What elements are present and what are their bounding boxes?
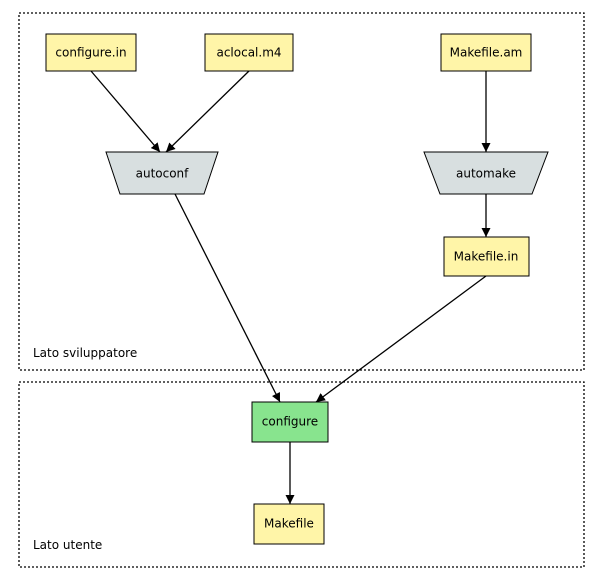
node-aclocal-m4-label: aclocal.m4 (216, 46, 281, 60)
node-automake: automake (423, 151, 549, 195)
region-user-label: Lato utente (33, 538, 102, 552)
node-configure-label: configure (262, 415, 318, 429)
edge-configure-in-to-autoconf (90, 70, 161, 153)
node-autoconf-label: autoconf (136, 167, 190, 181)
edges (90, 70, 491, 504)
edge-autoconf-to-configure (174, 193, 281, 403)
node-aclocal-m4: aclocal.m4 (204, 33, 294, 72)
node-makefile-box (253, 503, 325, 545)
node-configure: configure (251, 401, 329, 443)
region-developer-label: Lato sviluppatore (33, 346, 137, 360)
node-configure-in-label: configure.in (55, 46, 126, 60)
node-aclocal-m4-box (204, 33, 294, 72)
node-makefile-label: Makefile (264, 517, 314, 531)
node-makefile: Makefile (253, 503, 325, 545)
node-autoconf: autoconf (105, 151, 219, 195)
node-configure-in-box (45, 33, 137, 72)
node-configure-box (251, 401, 329, 443)
node-makefile-am-box (440, 33, 532, 72)
node-automake-label: automake (456, 167, 516, 181)
region-user: Lato utente (18, 381, 585, 568)
node-configure-in: configure.in (45, 33, 137, 72)
node-makefile-am: Makefile.am (440, 33, 532, 72)
region-user-border (18, 381, 585, 568)
node-autoconf-shape (105, 151, 219, 195)
edge-aclocal-m4-to-autoconf (165, 70, 250, 153)
region-developer-border (18, 12, 585, 371)
edge-makefile-in-to-configure (315, 275, 487, 403)
node-automake-shape (423, 151, 549, 195)
node-makefile-in-label: Makefile.in (454, 250, 519, 264)
node-makefile-in: Makefile.in (443, 236, 530, 277)
region-developer: Lato sviluppatore (18, 12, 585, 371)
node-makefile-in-box (443, 236, 530, 277)
node-makefile-am-label: Makefile.am (450, 46, 523, 60)
